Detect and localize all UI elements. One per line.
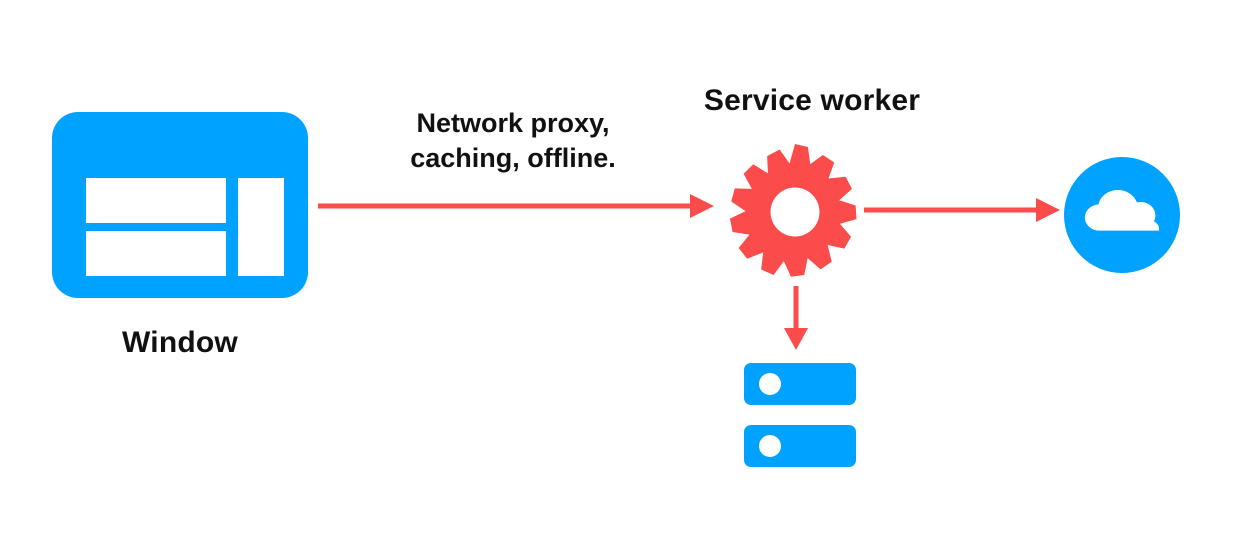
storage-node xyxy=(744,363,856,467)
window-pane-side xyxy=(238,178,285,277)
service-worker-node xyxy=(727,144,863,280)
window-node xyxy=(52,112,308,298)
network-node xyxy=(1064,157,1180,273)
storage-icon-bar-top xyxy=(744,363,856,405)
flow-caption-line-2: caching, offline. xyxy=(410,142,616,173)
storage-indicator-dot xyxy=(759,435,781,457)
flow-caption: Network proxy, caching, offline. xyxy=(368,106,658,175)
browser-window-icon xyxy=(52,112,308,298)
arrow-service-worker-to-network xyxy=(864,196,1060,224)
storage-icon-bar-bottom xyxy=(744,425,856,467)
window-label: Window xyxy=(122,326,238,359)
arrow-window-to-service-worker xyxy=(318,192,714,220)
window-pane-bottom xyxy=(86,231,227,277)
arrow-service-worker-to-storage xyxy=(782,286,810,350)
flow-caption-line-1: Network proxy, xyxy=(416,108,610,138)
gear-icon xyxy=(729,144,857,277)
window-pane-top xyxy=(86,178,227,224)
service-worker-label: Service worker xyxy=(703,84,921,117)
cloud-icon xyxy=(1064,157,1180,273)
storage-indicator-dot xyxy=(759,373,781,395)
